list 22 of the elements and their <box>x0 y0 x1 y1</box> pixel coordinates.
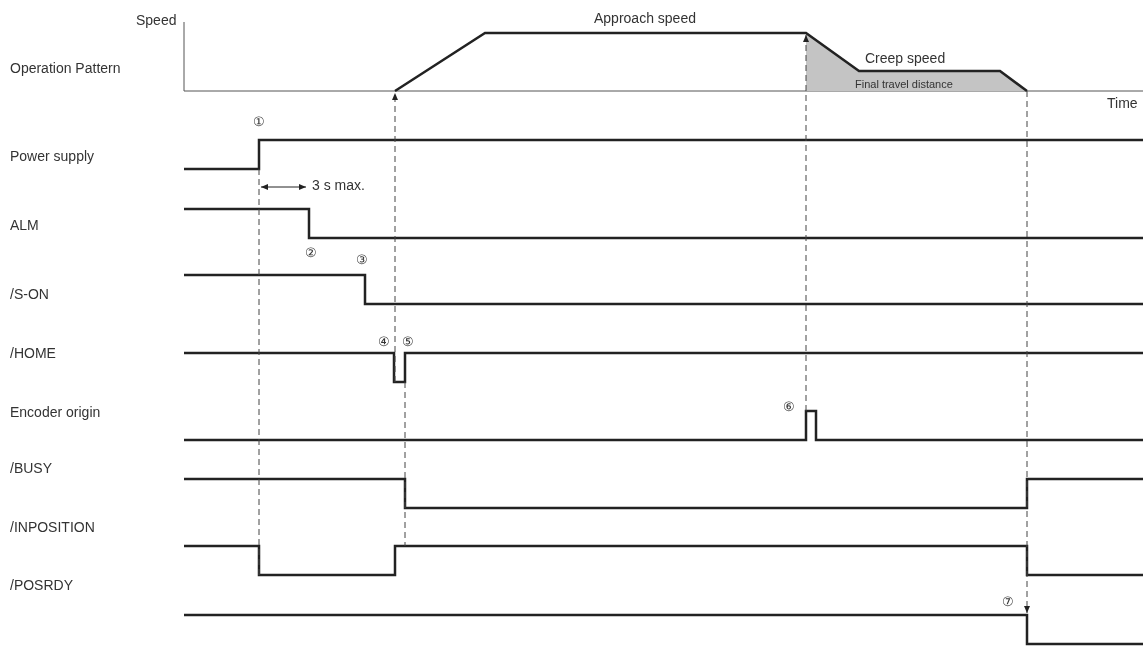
step-number: ② <box>305 245 317 261</box>
signal-name: Power supply <box>10 148 95 164</box>
signal-name: /POSRDY <box>10 577 73 593</box>
signal-name: /S-ON <box>10 286 49 302</box>
signal-name: /INPOSITION <box>10 519 95 535</box>
speed-label: Creep speed <box>865 50 946 66</box>
axis-label: Time <box>1107 95 1138 111</box>
signal-name: ALM <box>10 217 39 233</box>
signal-name: /BUSY <box>10 460 52 476</box>
area-label: Final travel distance <box>855 77 953 92</box>
signal-name: Encoder origin <box>10 404 101 420</box>
step-number: ④ <box>378 334 390 350</box>
step-number: ⑤ <box>402 334 414 350</box>
step-number: ③ <box>356 252 368 268</box>
axis-label: Speed <box>136 12 177 28</box>
step-number: ① <box>253 114 265 130</box>
step-number: ⑥ <box>783 399 795 415</box>
signal-name: /HOME <box>10 345 56 361</box>
speed-label: Approach speed <box>594 10 696 26</box>
chart-title: Operation Pattern <box>10 60 121 76</box>
dimension-label: 3 s max. <box>312 177 365 193</box>
step-number: ⑦ <box>1002 594 1014 610</box>
